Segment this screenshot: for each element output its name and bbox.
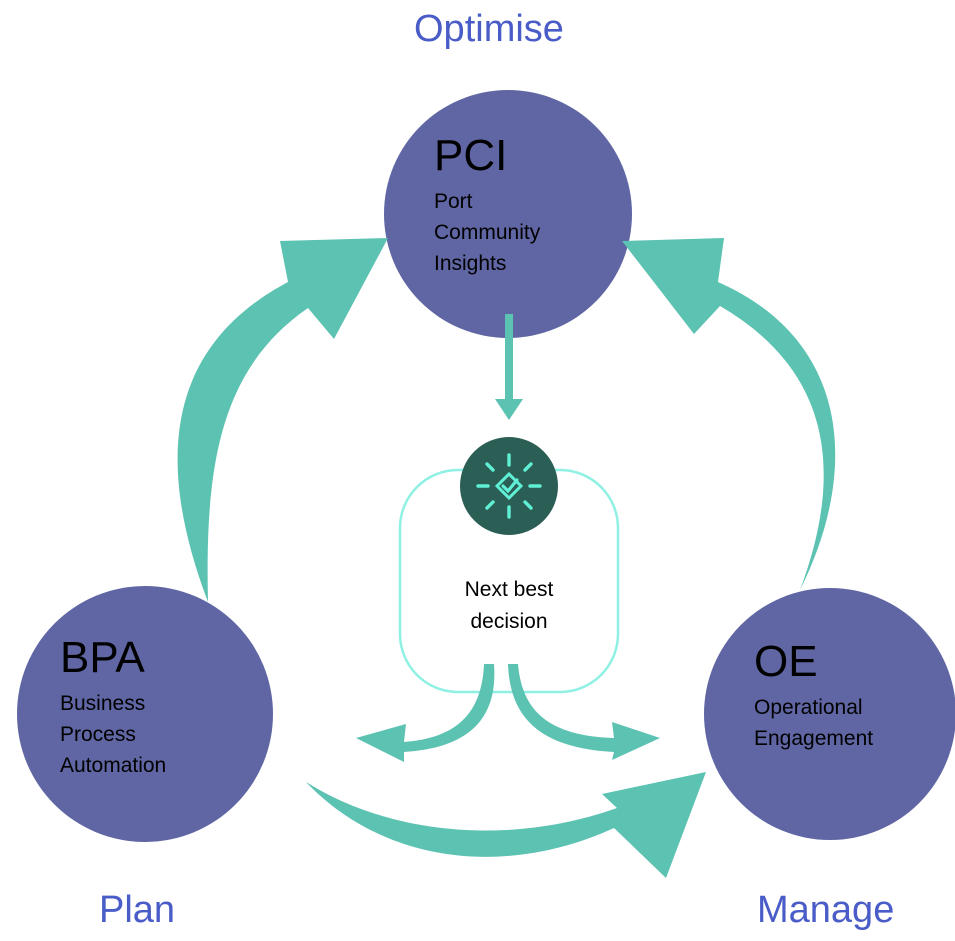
arrow-decision-to-oe xyxy=(508,664,660,760)
oe-node: OE Operational Engagement xyxy=(754,640,873,754)
decision-label-line-1: Next best xyxy=(464,578,554,601)
oe-full-line-2: Engagement xyxy=(754,727,874,750)
decision-label: Next best decision xyxy=(409,574,609,638)
pci-circle xyxy=(384,90,632,338)
arrow-pci-to-decision-shaft xyxy=(505,314,513,402)
bpa-full-line-1: Business xyxy=(60,692,146,715)
bpa-node: BPA Business Process Automation xyxy=(60,636,166,781)
pci-node: PCI Port Community Insights xyxy=(434,134,540,279)
oe-abbr: OE xyxy=(754,637,818,686)
oe-circle xyxy=(704,588,955,840)
phase-manage-label: Manage xyxy=(757,889,895,931)
bpa-circle xyxy=(17,586,273,842)
pci-abbr: PCI xyxy=(434,131,508,180)
arrow-oe-to-pci xyxy=(622,238,836,590)
bpa-full-line-3: Automation xyxy=(60,754,167,777)
oe-full-line-1: Operational xyxy=(754,696,863,719)
arrow-decision-to-bpa xyxy=(356,664,495,762)
bpa-abbr: BPA xyxy=(60,633,145,682)
arrow-bpa-to-oe xyxy=(306,772,706,878)
bpa-full-line-2: Process xyxy=(60,723,136,746)
pci-full-line-1: Port xyxy=(434,190,473,213)
phase-optimise-label: Optimise xyxy=(414,8,564,50)
check-badge-icon xyxy=(460,437,558,535)
pci-full-line-3: Insights xyxy=(434,252,507,275)
arrow-pci-to-decision-head xyxy=(495,399,523,420)
phase-plan-label: Plan xyxy=(99,889,176,931)
arrow-bpa-to-pci xyxy=(177,238,388,602)
pci-full-line-2: Community xyxy=(434,221,541,244)
decision-label-line-2: decision xyxy=(470,610,548,633)
